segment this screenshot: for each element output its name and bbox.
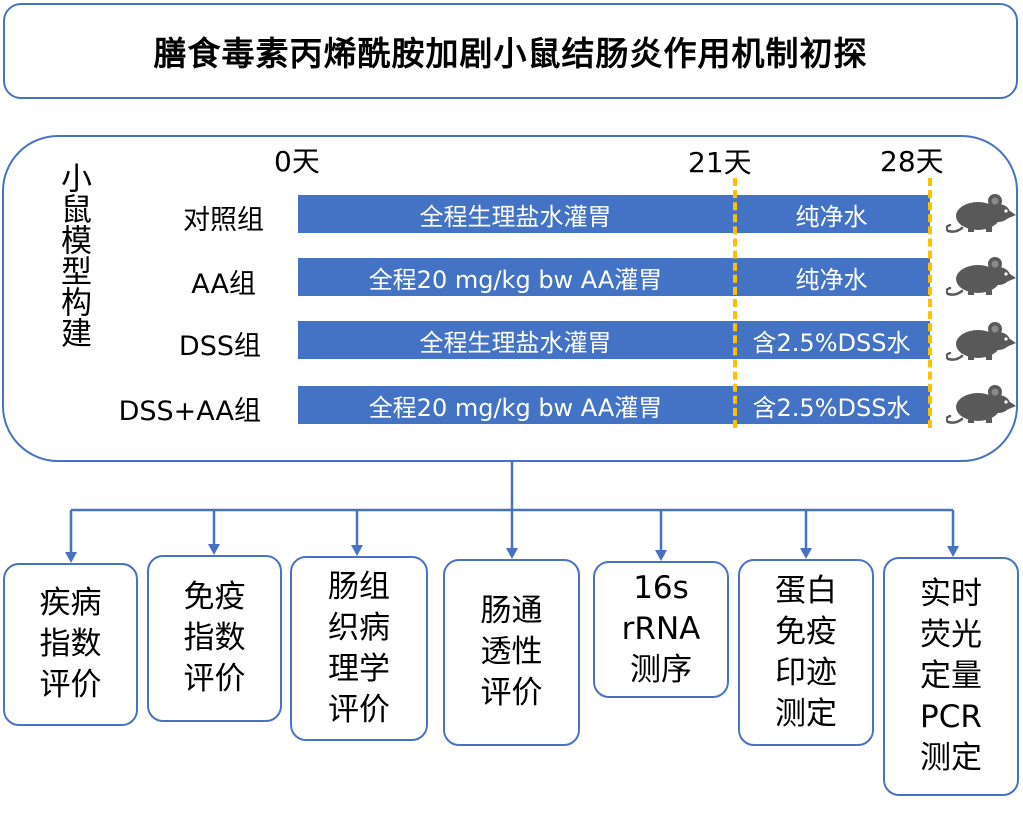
group-label: DSS+AA组	[118, 396, 261, 427]
method-label: 蛋白 免疫 印迹 测定	[775, 572, 837, 732]
method-immune-index: 免疫 指数 评价	[147, 555, 282, 722]
phase2-bar: 含2.5%DSS水	[733, 321, 930, 359]
model-construction-box	[2, 135, 1018, 462]
method-label: 16s rRNA 测序	[621, 570, 701, 688]
method-16s-sequencing: 16s rRNA 测序	[593, 561, 729, 698]
day-label-28: 28天	[880, 145, 944, 178]
arrow-down-icon	[947, 546, 959, 557]
arrow-down-icon	[351, 545, 363, 556]
phase1-bar: 全程生理盐水灌胃	[298, 195, 733, 233]
mouse-icon	[946, 385, 1016, 424]
method-label: 肠通 透性 评价	[480, 593, 543, 711]
group-label: 对照组	[183, 205, 264, 236]
method-label: 疾病 指数 评价	[39, 585, 102, 703]
method-label: 肠组 织病 理学 评价	[328, 568, 390, 728]
day-label-21: 21天	[688, 146, 752, 179]
day-label-0: 0天	[274, 145, 320, 178]
arrow-down-icon	[208, 544, 220, 555]
phase2-bar: 纯净水	[733, 258, 930, 296]
page-title: 膳食毒素丙烯酰胺加剧小鼠结肠炎作用机制初探	[153, 34, 868, 73]
group-label: DSS组	[178, 331, 261, 362]
mouse-icon	[946, 322, 1016, 361]
day28-marker	[928, 178, 932, 428]
arrow-down-icon	[800, 548, 812, 559]
model-label: 小鼠模型构建	[55, 162, 91, 348]
day21-marker	[733, 178, 737, 428]
method-qpcr: 实时 荧光 定量 PCR 测定	[883, 557, 1019, 796]
phase2-bar: 纯净水	[733, 195, 930, 233]
phase1-bar: 全程生理盐水灌胃	[298, 321, 733, 359]
method-label: 免疫 指数 评价	[183, 579, 246, 697]
phase1-bar: 全程20 mg/kg bw AA灌胃	[298, 258, 733, 296]
method-histopathology: 肠组 织病 理学 评价	[290, 556, 428, 741]
mouse-icon	[946, 194, 1016, 233]
mouse-icon	[946, 257, 1016, 296]
method-disease-index: 疾病 指数 评价	[3, 563, 138, 726]
arrow-down-icon	[65, 552, 77, 563]
phase2-bar: 含2.5%DSS水	[733, 386, 930, 424]
method-western-blot: 蛋白 免疫 印迹 测定	[738, 559, 874, 746]
method-label: 实时 荧光 定量 PCR 测定	[920, 576, 982, 776]
arrow-down-icon	[506, 548, 518, 559]
arrow-down-icon	[655, 550, 667, 561]
group-label: AA组	[191, 269, 256, 300]
method-permeability: 肠通 透性 评价	[443, 559, 580, 746]
phase1-bar: 全程20 mg/kg bw AA灌胃	[298, 386, 733, 424]
title-box: 膳食毒素丙烯酰胺加剧小鼠结肠炎作用机制初探	[3, 3, 1018, 99]
